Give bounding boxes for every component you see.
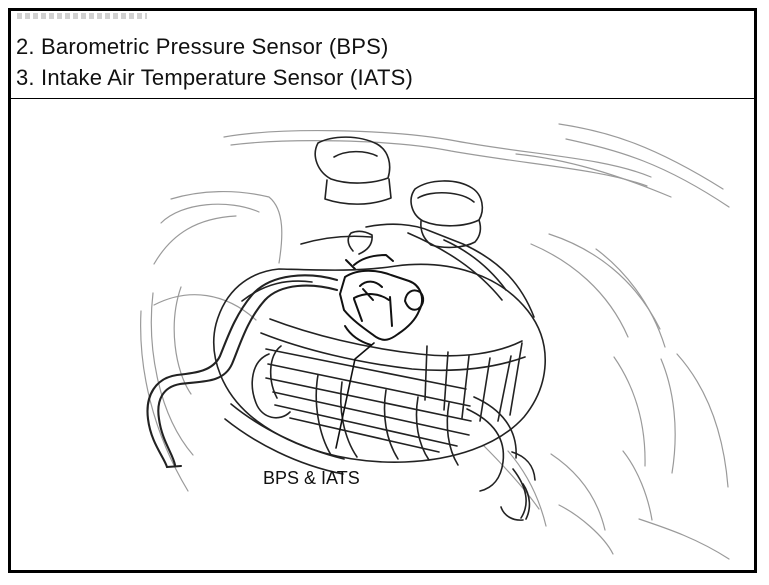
- engine-bay-illustration: BPS & IATS: [11, 99, 754, 570]
- cap-and-reservoir-shapes: [300, 136, 535, 318]
- caption-item-iats: 3. Intake Air Temperature Sensor (IATS): [16, 65, 414, 90]
- callout-leader-line: [335, 342, 375, 449]
- callout-label: BPS & IATS: [263, 468, 360, 488]
- engine-line-drawing: [140, 123, 730, 560]
- vacuum-hose: [146, 274, 339, 469]
- faded-header-text: [17, 13, 147, 19]
- intake-manifold: [213, 263, 546, 521]
- bps-iats-sensor: [339, 254, 425, 346]
- caption-item-bps: 2. Barometric Pressure Sensor (BPS): [16, 34, 389, 59]
- figure-header: 2. Barometric Pressure Sensor (BPS) 3. I…: [11, 11, 754, 99]
- background-linework: [140, 123, 730, 560]
- figure-frame: 2. Barometric Pressure Sensor (BPS) 3. I…: [8, 8, 757, 573]
